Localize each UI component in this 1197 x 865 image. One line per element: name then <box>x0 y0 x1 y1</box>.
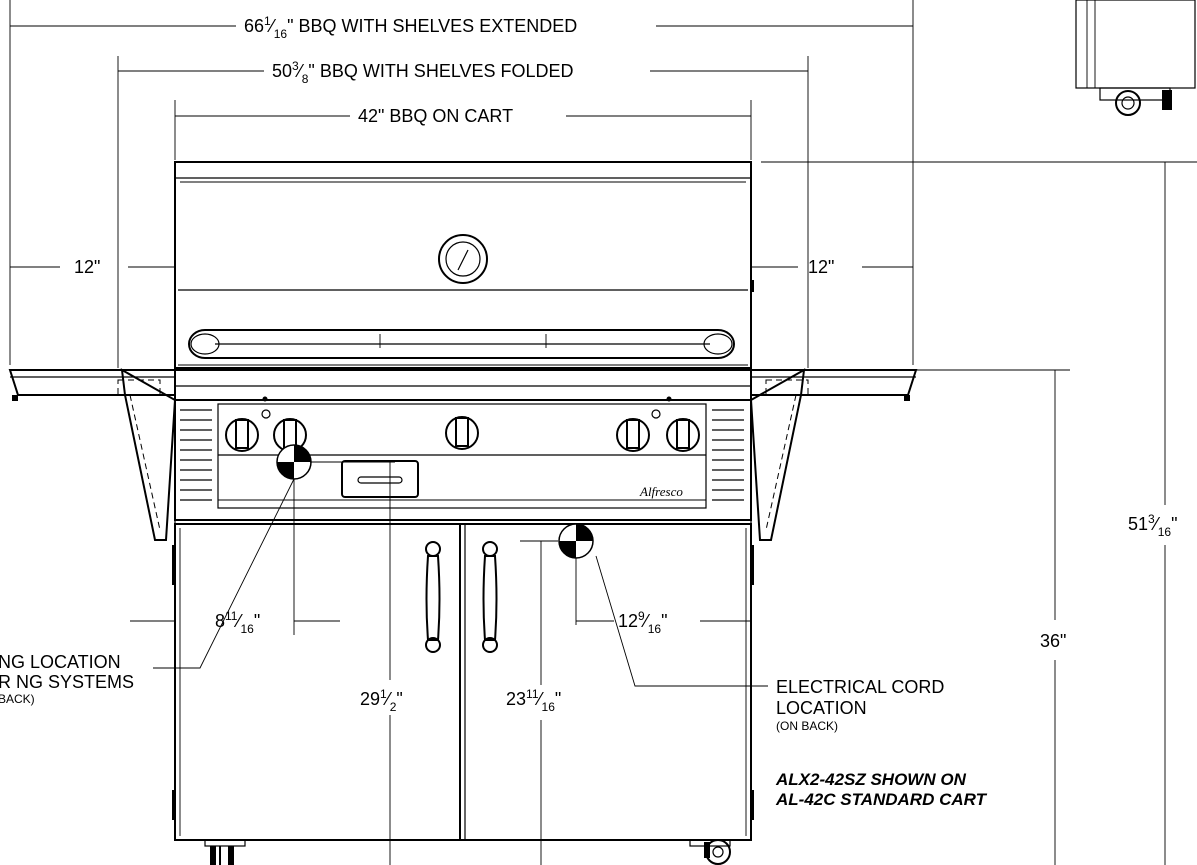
gas-offset-label: 811⁄16" <box>215 609 260 636</box>
control-panel: Alfresco <box>174 369 752 525</box>
left-shelf-label: 12" <box>74 257 100 277</box>
gas-leader-line <box>153 478 295 669</box>
cart <box>172 523 754 865</box>
dimension-left-shelf: 12" <box>10 257 175 277</box>
caption-line2: AL-42C STANDARD CART <box>775 790 988 809</box>
dimension-overall-folded: 503⁄8" BBQ WITH SHELVES FOLDED <box>117 56 809 368</box>
gas-location-marker <box>276 444 312 480</box>
thermometer-icon <box>438 234 488 284</box>
dimension-elec-height: 2311⁄16" <box>506 541 561 865</box>
grill-hood <box>174 161 754 369</box>
dimension-elec-offset: 129⁄16" <box>520 540 751 636</box>
dimension-total-height: 513⁄16" <box>1128 162 1177 865</box>
gas-label-line2: R NG SYSTEMS <box>0 672 134 692</box>
electrical-location-marker <box>558 523 594 559</box>
burner-knob-icon <box>225 396 700 452</box>
vent-right <box>712 409 744 501</box>
cart-width-label: 42" BBQ ON CART <box>358 106 513 126</box>
caster-left <box>204 839 246 865</box>
vent-left <box>180 409 212 501</box>
dimension-cart-width: 42" BBQ ON CART <box>174 100 752 160</box>
left-shelf <box>8 368 177 541</box>
dimension-gas-offset: 811⁄16" <box>130 479 340 636</box>
elec-label-line3: (ON BACK) <box>776 719 838 733</box>
brand-logo: Alfresco <box>639 484 683 499</box>
dimension-counter-height: 36" <box>862 369 1070 865</box>
dimension-right-shelf: 12" <box>751 257 913 277</box>
caster-right <box>689 839 731 865</box>
dimension-overall-extended: 661⁄16" BBQ WITH SHELVES EXTENDED <box>9 0 914 365</box>
total-height-label: 513⁄16" <box>1128 512 1177 539</box>
door-handle-left <box>425 541 441 653</box>
overall-folded-label: 503⁄8" BBQ WITH SHELVES FOLDED <box>272 59 574 86</box>
elec-label-line2: LOCATION <box>776 698 867 718</box>
dimension-gas-height: 291⁄2" <box>310 461 403 865</box>
gas-label-line3: BACK) <box>0 692 35 706</box>
light-switch <box>341 460 419 498</box>
overall-extended-label: 661⁄16" BBQ WITH SHELVES EXTENDED <box>244 14 577 41</box>
side-view-cart <box>1075 0 1196 116</box>
gas-label-line1: NG LOCATION <box>0 652 121 672</box>
elec-offset-label: 129⁄16" <box>618 609 667 636</box>
counter-height-label: 36" <box>1040 631 1066 651</box>
elec-height-label: 2311⁄16" <box>506 687 561 714</box>
caption-line1: ALX2-42SZ SHOWN ON <box>775 770 967 789</box>
door-handle-right <box>482 541 498 653</box>
right-shelf <box>749 368 918 541</box>
right-shelf-label: 12" <box>808 257 834 277</box>
gas-height-label: 291⁄2" <box>360 687 403 714</box>
elec-label-line1: ELECTRICAL CORD <box>776 677 944 697</box>
hood-handle <box>188 329 735 359</box>
elec-leader-line <box>595 555 768 687</box>
